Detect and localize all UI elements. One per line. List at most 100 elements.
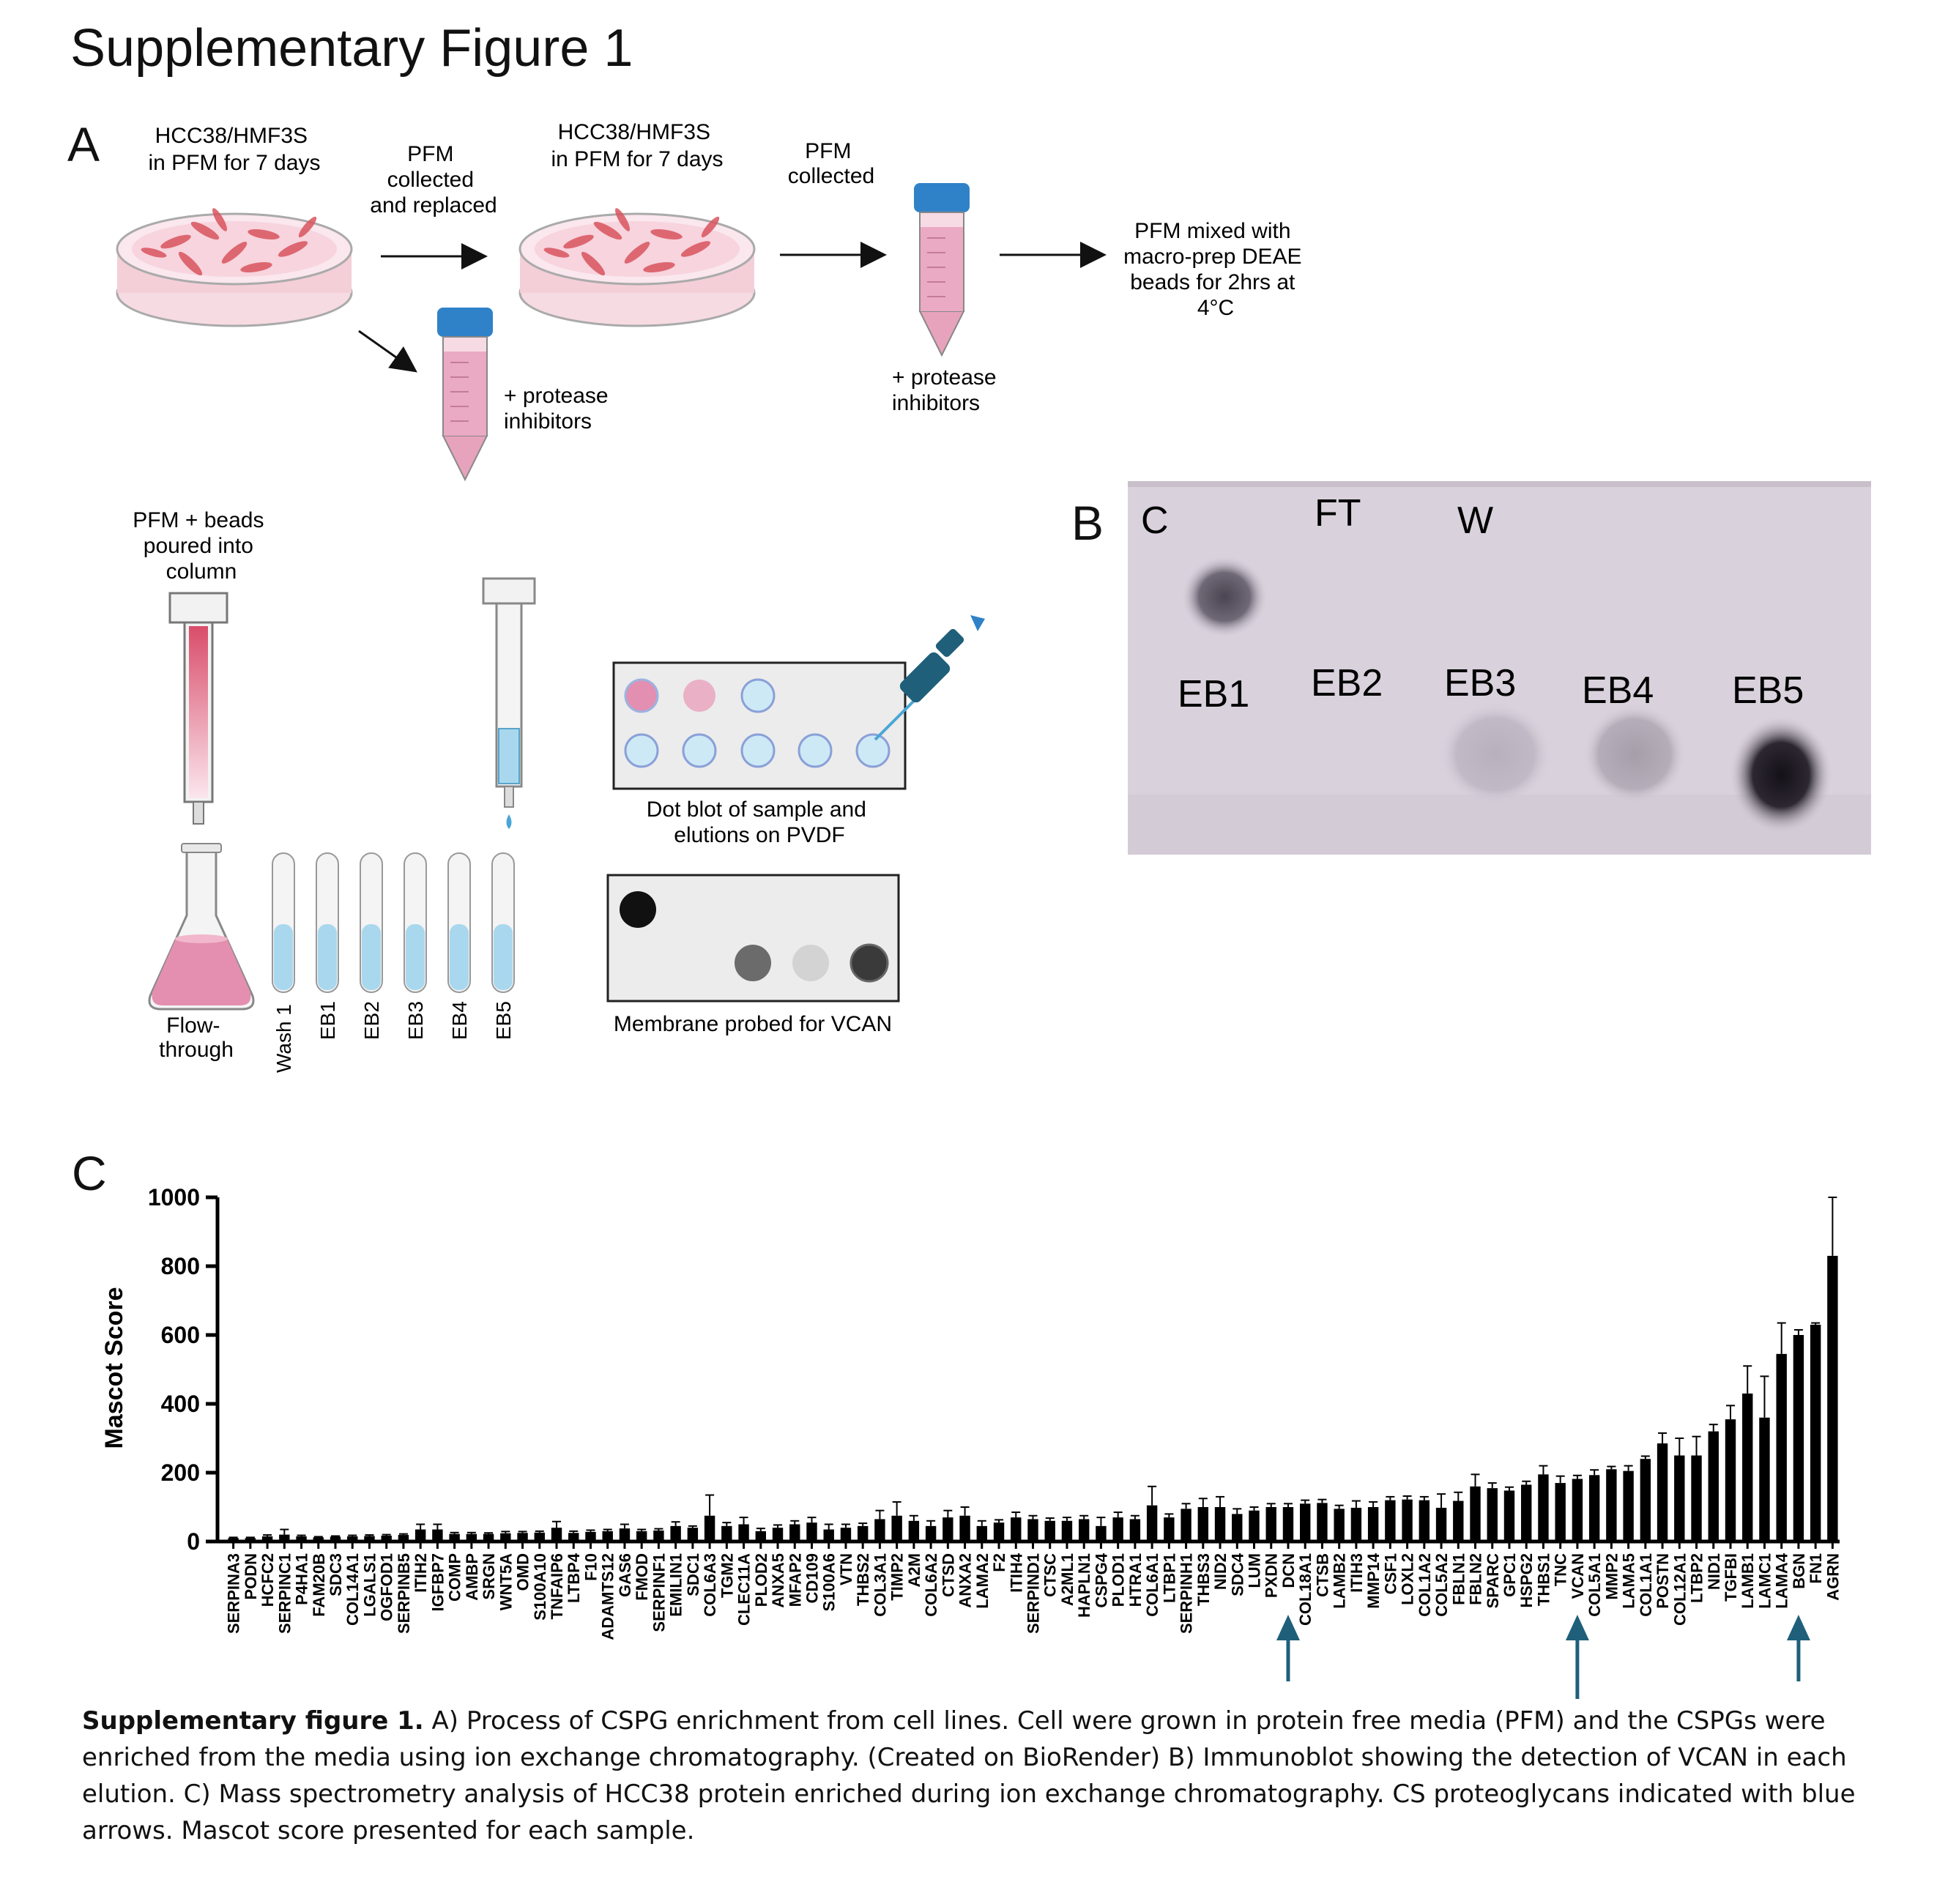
bar <box>1708 1431 1719 1542</box>
x-tick-label: LTBP4 <box>565 1552 583 1603</box>
column-filled <box>168 592 228 825</box>
bar <box>670 1525 681 1542</box>
bar <box>1214 1507 1226 1542</box>
bar <box>1827 1255 1838 1542</box>
column-empty <box>482 577 536 829</box>
elution-tube <box>404 852 427 993</box>
x-tick-label: DCN <box>1279 1553 1298 1588</box>
bar <box>1725 1419 1736 1542</box>
x-tick-label: THBS2 <box>854 1553 872 1606</box>
x-tick-label: PLOD1 <box>1109 1553 1128 1607</box>
bar <box>1453 1500 1464 1542</box>
bar <box>602 1531 613 1542</box>
step3-label: PFM mixed with macro-prep DEAE beads for… <box>1123 219 1308 320</box>
x-tick-label: PODN <box>242 1553 260 1600</box>
x-tick-label: SERPINA3 <box>225 1553 243 1634</box>
bar <box>1402 1499 1413 1542</box>
bar <box>1435 1507 1447 1542</box>
bar <box>585 1531 596 1542</box>
membrane-label: Membrane probed for VCAN <box>614 1012 892 1036</box>
x-tick-label: SDC4 <box>1228 1552 1246 1596</box>
x-tick-label: TNFAIP6 <box>548 1553 566 1619</box>
bar <box>1776 1353 1787 1542</box>
arrow-diag <box>358 330 417 373</box>
bar <box>1572 1479 1583 1542</box>
dot-blot-box <box>612 661 907 790</box>
membrane-box <box>606 874 900 1003</box>
x-tick-label: LAMB2 <box>1331 1553 1349 1609</box>
x-tick-label: FMOD <box>633 1553 651 1601</box>
bar <box>1044 1520 1055 1542</box>
x-tick-label: TGM2 <box>718 1553 736 1598</box>
bar <box>1027 1519 1038 1542</box>
x-tick-label: TGFBI <box>1722 1553 1740 1602</box>
flask-label: Flow- through <box>159 1014 234 1062</box>
y-tick-label: 1000 <box>148 1184 200 1211</box>
bar <box>1419 1500 1430 1542</box>
x-tick-label: COL14A1 <box>343 1553 362 1626</box>
bar <box>1793 1335 1804 1542</box>
y-tick-label: 400 <box>161 1391 200 1417</box>
blot-spot-eb5 <box>1730 716 1832 833</box>
x-tick-label: LAMB1 <box>1739 1553 1757 1609</box>
x-tick-label: TNC <box>1552 1553 1570 1586</box>
x-tick-label: SPARC <box>1484 1553 1502 1608</box>
blot-spot-c <box>1182 557 1267 637</box>
bar <box>1061 1520 1073 1542</box>
bar <box>738 1524 749 1542</box>
blot-bottom-labels: EB1 EB2 EB3 EB4 EB5 <box>1178 662 1804 715</box>
x-tick-label: S100A10 <box>531 1553 549 1621</box>
bar <box>1350 1507 1362 1542</box>
bar <box>1129 1519 1141 1542</box>
bar <box>1181 1509 1191 1542</box>
bar <box>1674 1455 1685 1542</box>
x-tick-label: LAMA4 <box>1773 1552 1791 1609</box>
x-tick-label: HCFC2 <box>259 1553 277 1607</box>
bar <box>1232 1514 1243 1542</box>
x-tick-label: COL3A1 <box>871 1553 889 1617</box>
bar <box>1164 1517 1175 1542</box>
x-tick-label: HSPG2 <box>1517 1553 1536 1608</box>
bar <box>1146 1505 1158 1542</box>
bar <box>500 1533 511 1542</box>
x-tick-label: F10 <box>581 1553 600 1581</box>
panel-b: B C FT W EB1 EB2 EB3 EB4 EB5 <box>1071 481 1871 855</box>
bar <box>1385 1500 1396 1542</box>
bar <box>449 1533 460 1542</box>
x-tick-label: CTSD <box>939 1553 957 1597</box>
x-tick-label: GPC1 <box>1501 1553 1519 1597</box>
x-tick-label: CD109 <box>803 1553 821 1603</box>
x-tick-label: CTSC <box>1041 1553 1060 1597</box>
x-tick-label: AGRN <box>1823 1553 1842 1601</box>
x-tick-label: TIMP2 <box>888 1553 907 1601</box>
x-tick-label: COL12A1 <box>1670 1553 1689 1626</box>
y-tick-label: 600 <box>161 1322 200 1348</box>
arrow1-label: PFM collected and replaced <box>370 142 497 217</box>
bar <box>943 1517 953 1542</box>
x-tick-label: ITIH3 <box>1347 1553 1366 1593</box>
x-tick-label: MFAP2 <box>786 1553 804 1607</box>
bar <box>1300 1503 1311 1542</box>
tube-1 <box>437 308 493 482</box>
bar <box>891 1515 902 1542</box>
column-label: PFM + beads poured into column <box>133 508 270 584</box>
x-tick-label: FAM20B <box>310 1553 328 1617</box>
bar <box>1367 1507 1379 1542</box>
x-tick-label: LAMA2 <box>973 1553 992 1609</box>
x-tick-label: THBS3 <box>1194 1553 1213 1606</box>
x-tick-label: COL6A2 <box>922 1553 940 1617</box>
cells-cluster-2 <box>543 208 720 276</box>
cspg-arrows <box>1276 1615 1810 1699</box>
elution-tube <box>272 852 295 993</box>
bar <box>1249 1510 1260 1542</box>
x-tick-label: MMP2 <box>1602 1553 1621 1600</box>
x-tick-label: GAS6 <box>616 1553 634 1597</box>
bar <box>381 1536 392 1542</box>
x-tick-label: COL1A2 <box>1416 1553 1434 1617</box>
bar <box>636 1531 647 1542</box>
bar <box>721 1525 732 1542</box>
x-tick-label: SERPINH1 <box>1178 1553 1196 1634</box>
bar <box>432 1529 443 1542</box>
